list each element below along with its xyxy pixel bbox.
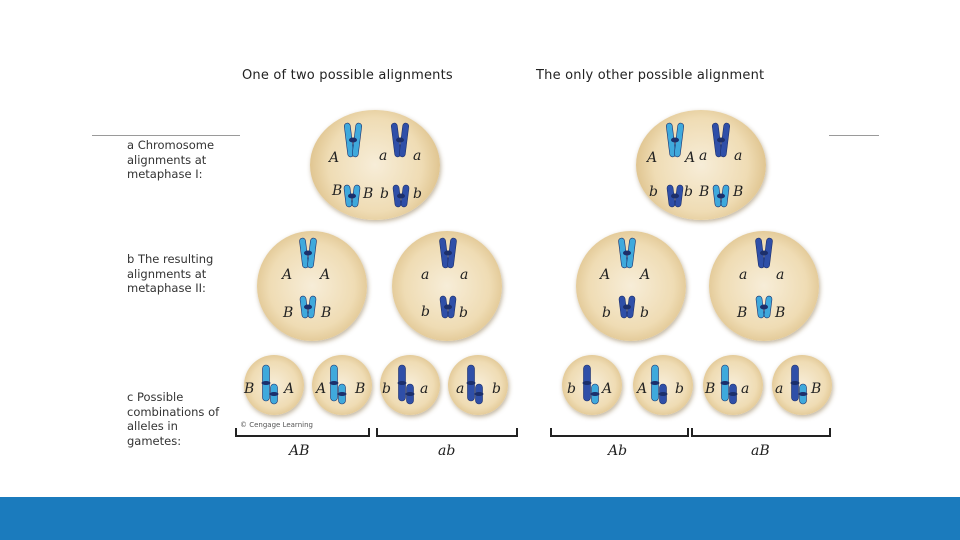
- allele-label: B: [811, 381, 822, 397]
- allele-label: a: [460, 267, 469, 283]
- allele-label: B: [332, 183, 343, 199]
- allele-label: A: [602, 381, 613, 397]
- allele-label: a: [734, 148, 743, 164]
- allele-label: B: [733, 184, 744, 200]
- heading-right: The only other possible alignment: [536, 68, 765, 83]
- allele-label: A: [284, 381, 295, 397]
- divider-left: [92, 135, 240, 136]
- allele-label: a: [699, 148, 708, 164]
- allele-label: B: [355, 381, 366, 397]
- allele-label: b: [567, 381, 576, 397]
- footer-bar: [0, 497, 960, 540]
- allele-label: a: [739, 267, 748, 283]
- bracket-aB-line: [691, 428, 831, 437]
- allele-label: a: [456, 381, 465, 397]
- allele-label: b: [675, 381, 684, 397]
- allele-label: B: [775, 305, 786, 321]
- allele-label: a: [379, 148, 388, 164]
- bracket-AB-line: [235, 428, 370, 437]
- allele-label: B: [699, 184, 710, 200]
- allele-label: b: [380, 186, 389, 202]
- gamete-combination-Ab: Ab: [608, 443, 628, 459]
- allele-label: B: [737, 305, 748, 321]
- allele-label: a: [413, 148, 422, 164]
- label-metaphase-2: b The resulting alignments at metaphase …: [127, 252, 214, 295]
- allele-label: b: [640, 305, 649, 321]
- allele-label: b: [602, 305, 611, 321]
- metaphase-1-cell-left: [310, 110, 440, 220]
- bracket-ab-line: [376, 428, 518, 437]
- allele-label: B: [244, 381, 255, 397]
- allele-label: A: [637, 381, 648, 397]
- allele-label: A: [600, 267, 611, 283]
- gamete-combination-aB: aB: [751, 443, 770, 459]
- allele-label: A: [640, 267, 651, 283]
- allele-label: B: [283, 305, 294, 321]
- allele-label: a: [741, 381, 750, 397]
- gamete-combination-AB: AB: [289, 443, 310, 459]
- allele-label: B: [321, 305, 332, 321]
- heading-left: One of two possible alignments: [242, 68, 453, 83]
- allele-label: a: [421, 267, 430, 283]
- allele-label: b: [421, 304, 430, 320]
- allele-label: b: [684, 184, 693, 200]
- allele-label: B: [363, 186, 374, 202]
- metaphase-2-cell-AB: [257, 231, 367, 341]
- divider-right: [829, 135, 879, 136]
- allele-label: B: [705, 381, 716, 397]
- allele-label: b: [413, 186, 422, 202]
- metaphase-2-cell-aB: [709, 231, 819, 341]
- copyright-credit: © Cengage Learning: [240, 421, 313, 429]
- allele-label: A: [329, 150, 340, 166]
- label-gametes: c Possible combinations of alleles in ga…: [127, 390, 220, 448]
- allele-label: a: [776, 267, 785, 283]
- allele-label: a: [420, 381, 429, 397]
- allele-label: A: [316, 381, 327, 397]
- label-metaphase-1: a Chromosome alignments at metaphase I:: [127, 138, 215, 181]
- allele-label: A: [282, 267, 293, 283]
- allele-label: a: [775, 381, 784, 397]
- allele-label: A: [685, 150, 696, 166]
- allele-label: A: [647, 150, 658, 166]
- allele-label: A: [320, 267, 331, 283]
- metaphase-2-cell-Ab: [576, 231, 686, 341]
- metaphase-1-cell-right: [636, 110, 766, 220]
- allele-label: b: [649, 184, 658, 200]
- bracket-Ab-line: [550, 428, 689, 437]
- allele-label: b: [492, 381, 501, 397]
- allele-label: b: [382, 381, 391, 397]
- metaphase-2-cell-ab: [392, 231, 502, 341]
- allele-label: b: [459, 305, 468, 321]
- gamete-combination-ab: ab: [438, 443, 456, 459]
